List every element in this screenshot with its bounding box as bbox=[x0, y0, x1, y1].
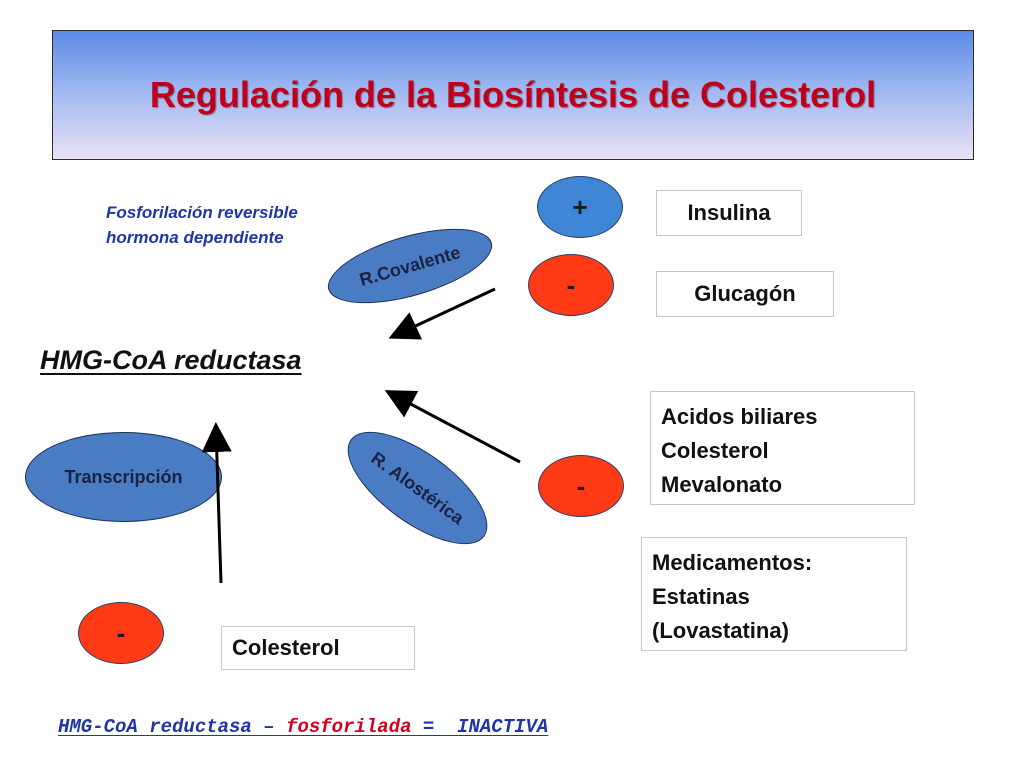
note-line-2: hormona dependiente bbox=[106, 228, 284, 247]
phosphorylation-note: Fosforilación reversible hormona dependi… bbox=[106, 200, 346, 250]
inhibitor-cholesterol: Colesterol bbox=[661, 438, 769, 463]
allosteric-regulation-label: R. Alostérica bbox=[367, 447, 468, 528]
insulin-box: Insulina bbox=[656, 190, 802, 236]
footer-phosphorylated: fosforilada bbox=[286, 716, 412, 738]
cholesterol-box: Colesterol bbox=[221, 626, 415, 670]
inhibitor-mevalonate: Mevalonato bbox=[661, 472, 783, 497]
minus-circle-transcription: - bbox=[78, 602, 164, 664]
minus-circle-allosteric: - bbox=[538, 455, 624, 517]
covalent-regulation-oval: R.Covalente bbox=[320, 213, 500, 319]
glucagon-label: Glucagón bbox=[694, 281, 796, 306]
drugs-statins: Estatinas bbox=[652, 584, 750, 609]
minus-circle-covalent: - bbox=[528, 254, 614, 316]
drugs-lovastatin: (Lovastatina) bbox=[652, 618, 789, 643]
note-line-1: Fosforilación reversible bbox=[106, 203, 298, 222]
cholesterol-label: Colesterol bbox=[232, 635, 340, 660]
plus-circle: + bbox=[537, 176, 623, 238]
footer-enzyme: HMG-CoA reductasa bbox=[58, 716, 252, 738]
allosteric-regulation-oval: R. Alostérica bbox=[330, 411, 505, 565]
drugs-heading: Medicamentos: bbox=[652, 550, 813, 575]
covalent-regulation-label: R.Covalente bbox=[357, 241, 463, 290]
allosteric-inhibitors-box: Acidos biliares Colesterol Mevalonato bbox=[650, 391, 915, 505]
enzyme-label: HMG-CoA reductasa bbox=[40, 345, 302, 375]
inhibitor-bile-acids: Acidos biliares bbox=[661, 404, 818, 429]
transcription-arrow bbox=[201, 422, 232, 584]
slide-title: Regulación de la Biosíntesis de Colester… bbox=[149, 74, 877, 115]
insulin-label: Insulina bbox=[687, 200, 771, 225]
glucagon-box: Glucagón bbox=[656, 271, 834, 317]
transcription-label: Transcripción bbox=[64, 466, 183, 487]
footer-statement: HMG-CoA reductasa – fosforilada = INACTI… bbox=[58, 716, 548, 738]
footer-dash: – bbox=[251, 716, 287, 738]
transcription-oval: Transcripción bbox=[25, 432, 222, 522]
drugs-box: Medicamentos: Estatinas (Lovastatina) bbox=[641, 537, 907, 651]
title-banner: Regulación de la Biosíntesis de Colester… bbox=[52, 30, 974, 160]
footer-inactive: = INACTIVA bbox=[411, 716, 549, 738]
